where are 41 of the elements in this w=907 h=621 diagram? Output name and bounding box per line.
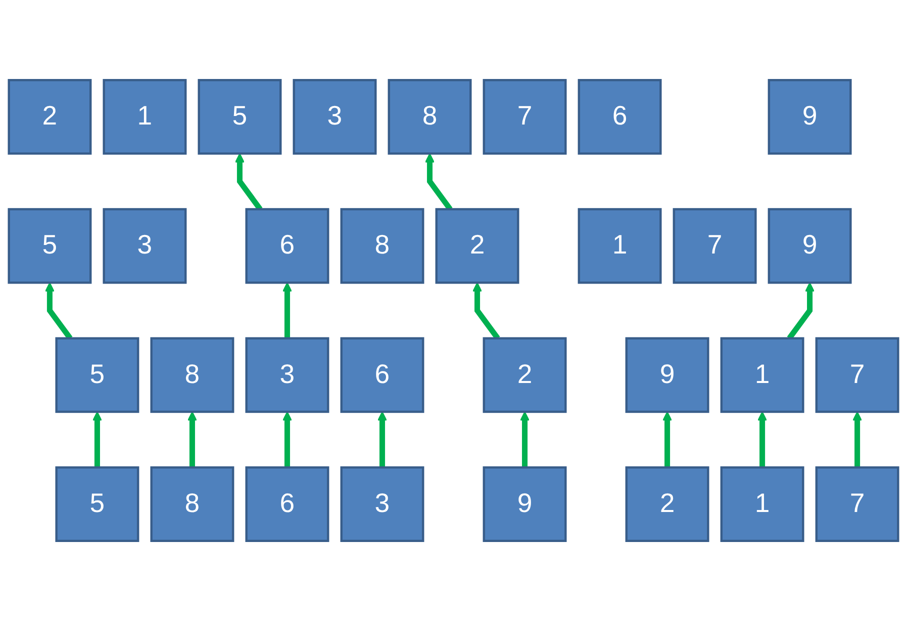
node-box: 8 <box>388 79 472 155</box>
node-box: 3 <box>102 208 187 284</box>
node-box: 5 <box>8 208 92 284</box>
node-box: 3 <box>340 466 424 542</box>
node-box: 2 <box>435 208 520 284</box>
node-box: 7 <box>482 79 567 155</box>
node-box: 7 <box>672 208 757 284</box>
arrow <box>662 411 672 468</box>
node-box: 5 <box>55 466 140 542</box>
node-box: 2 <box>8 79 92 155</box>
node-box: 6 <box>340 337 424 413</box>
node-box: 3 <box>292 79 377 155</box>
node-box: 8 <box>340 208 424 284</box>
arrow <box>282 411 292 468</box>
node-box: 1 <box>720 466 804 542</box>
node-box: 3 <box>245 337 330 413</box>
node-box: 7 <box>815 466 900 542</box>
node-box: 9 <box>768 208 852 284</box>
arrow <box>187 411 198 468</box>
node-box: 1 <box>102 79 187 155</box>
node-box: 6 <box>245 466 330 542</box>
node-box: 9 <box>768 79 852 155</box>
node-box: 8 <box>150 337 234 413</box>
node-box: 5 <box>198 79 282 155</box>
node-box: 2 <box>625 466 710 542</box>
node-box: 2 <box>482 337 567 413</box>
arrow <box>282 282 292 338</box>
node-box: 1 <box>578 208 662 284</box>
node-box: 6 <box>578 79 662 155</box>
arrow <box>377 411 388 468</box>
arrow <box>757 411 768 468</box>
node-box: 9 <box>482 466 567 542</box>
node-box: 1 <box>720 337 804 413</box>
node-box: 7 <box>815 337 900 413</box>
arrow <box>852 411 862 468</box>
node-box: 9 <box>625 337 710 413</box>
node-box: 5 <box>55 337 140 413</box>
arrow <box>520 411 530 468</box>
node-box: 6 <box>245 208 330 284</box>
node-box: 8 <box>150 466 234 542</box>
arrow <box>92 411 102 468</box>
